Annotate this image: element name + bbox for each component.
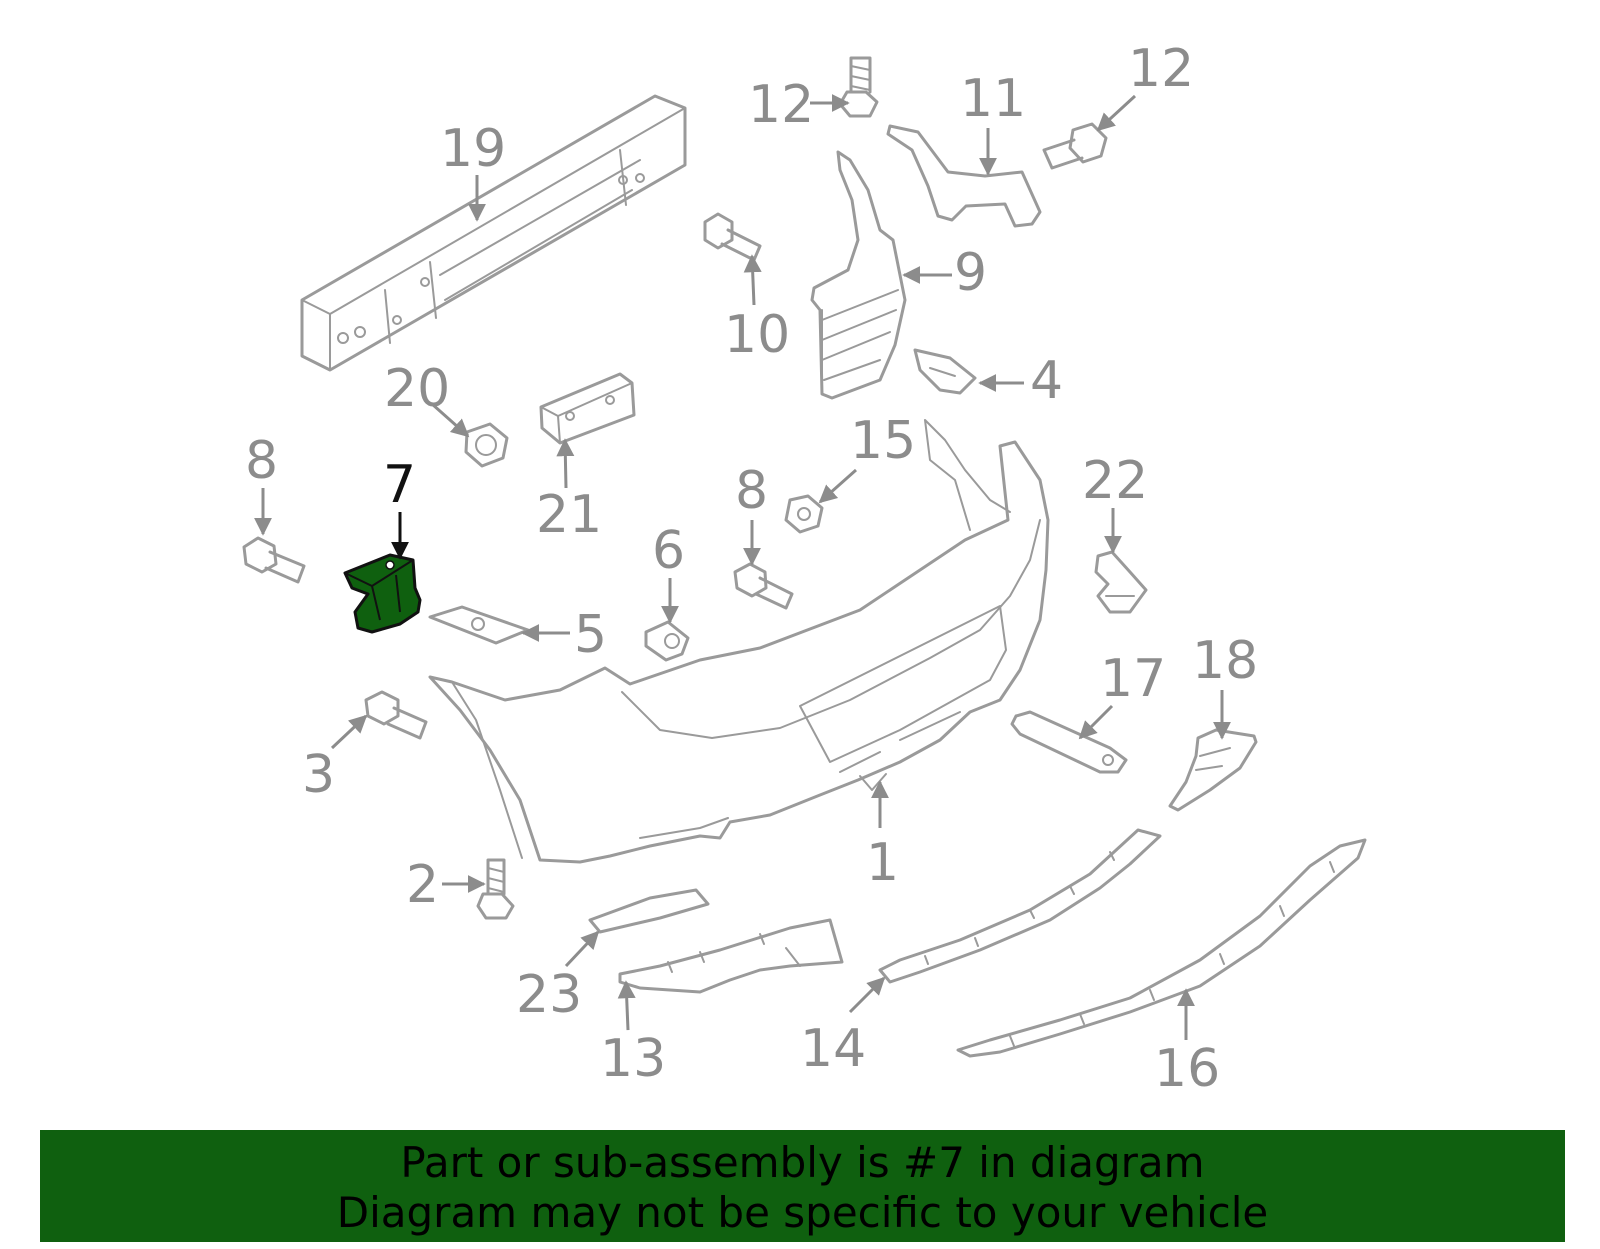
part-21-bracket[interactable] — [539, 372, 636, 445]
part-19-reinforcement-beam[interactable] — [300, 94, 687, 372]
callout-11: 11 — [960, 69, 1026, 129]
callout-4: 4 — [1030, 351, 1063, 411]
part-9-side-bracket[interactable] — [810, 150, 907, 400]
part-11-bracket[interactable] — [886, 124, 1042, 228]
part-14-lower-valance[interactable] — [878, 828, 1162, 984]
part-16-lower-strip[interactable] — [956, 838, 1367, 1058]
callout-21: 21 — [536, 485, 602, 545]
part-15-grommet[interactable] — [784, 494, 824, 534]
banner-line-1: Part or sub-assembly is #7 in diagram — [400, 1138, 1205, 1187]
callout-8-left: 8 — [245, 431, 278, 491]
callout-13: 13 — [600, 1029, 666, 1089]
part-8-bolt-middle[interactable] — [733, 562, 794, 610]
part-22-clip[interactable] — [1094, 550, 1148, 614]
callout-12-upper: 12 — [748, 75, 814, 135]
callout-12-right: 12 — [1128, 39, 1194, 99]
part-18-bracket[interactable] — [1168, 728, 1258, 812]
part-10-bolt[interactable] — [703, 212, 762, 262]
callout-1: 1 — [866, 833, 899, 893]
arrow-23 — [564, 930, 600, 968]
arrow-3 — [330, 714, 368, 750]
arrow-10 — [743, 254, 762, 306]
callout-18: 18 — [1192, 631, 1258, 691]
callout-6: 6 — [652, 521, 685, 581]
part-6-clip[interactable] — [644, 620, 690, 662]
part-13-lower-trim[interactable] — [618, 918, 844, 994]
arrow-20 — [431, 402, 470, 438]
callout-labels: 19 20 21 10 12 12 11 9 4 15 8 8 7 5 6 3 … — [245, 39, 1258, 1099]
callout-10: 10 — [724, 305, 790, 365]
leader-arrows — [254, 94, 1231, 1040]
arrow-15 — [818, 468, 857, 504]
callout-7: 7 — [383, 455, 416, 515]
part-23-trim[interactable] — [588, 888, 710, 934]
callout-8-middle: 8 — [735, 461, 768, 521]
callout-9: 9 — [954, 243, 987, 303]
callout-15: 15 — [850, 411, 916, 471]
part-8-bolt-left[interactable] — [242, 536, 306, 584]
part-12-bolt-right[interactable] — [1042, 122, 1108, 170]
part-4-clip[interactable] — [913, 348, 977, 395]
arrow-14 — [848, 976, 886, 1014]
arrow-21 — [556, 438, 575, 489]
callout-14: 14 — [800, 1019, 866, 1079]
part-2-bolt[interactable] — [476, 858, 515, 920]
arrow-17 — [1078, 704, 1114, 740]
part-5-plate[interactable] — [428, 605, 530, 645]
part-12-bolt-upper[interactable] — [838, 56, 879, 118]
callout-17: 17 — [1100, 649, 1166, 709]
arrow-12b — [1096, 94, 1137, 132]
callout-22: 22 — [1082, 451, 1148, 511]
callout-16: 16 — [1154, 1039, 1220, 1099]
callout-20: 20 — [384, 359, 450, 419]
callout-2: 2 — [406, 855, 439, 915]
callout-23: 23 — [516, 965, 582, 1025]
part-7-bracket-highlighted[interactable] — [343, 553, 422, 634]
part-20-nut[interactable] — [464, 422, 509, 468]
part-1-bumper-cover[interactable] — [428, 419, 1050, 864]
banner-line-2: Diagram may not be specific to your vehi… — [336, 1188, 1269, 1237]
callout-5: 5 — [574, 605, 607, 665]
part-17-reflector[interactable] — [1010, 710, 1128, 774]
info-banner: Part or sub-assembly is #7 in diagram Di… — [40, 1130, 1565, 1242]
arrow-13 — [617, 980, 636, 1031]
part-3-bolt[interactable] — [364, 690, 428, 740]
callout-19: 19 — [440, 119, 506, 179]
callout-3: 3 — [302, 745, 335, 805]
